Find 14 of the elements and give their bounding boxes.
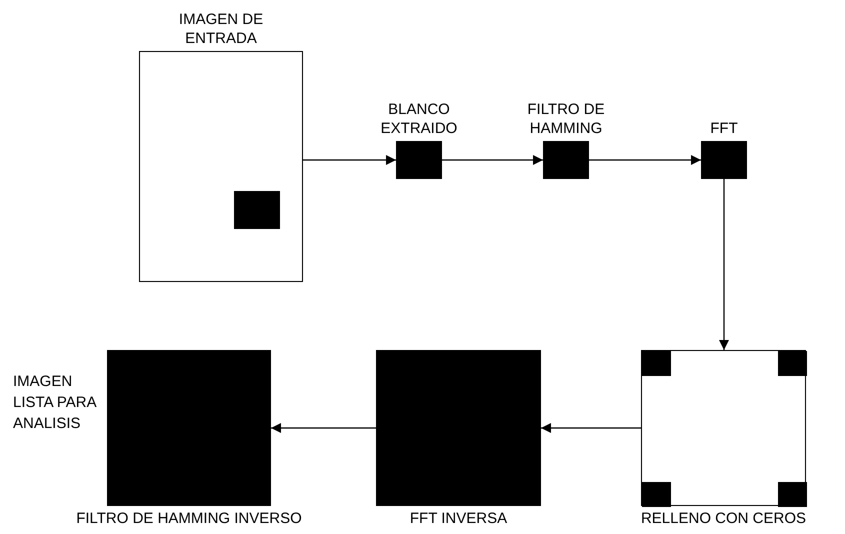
step-label: FILTRO DE HAMMING <box>526 100 606 138</box>
step-label: IMAGEN DE ENTRADA <box>178 10 264 48</box>
step-label: FFT INVERSA <box>408 509 508 528</box>
step-label: FFT <box>709 119 739 138</box>
output-note: IMAGEN LISTA PARA ANALISIS <box>13 372 98 434</box>
step-label: FILTRO DE HAMMING INVERSO <box>75 509 303 528</box>
arrow <box>589 155 701 165</box>
arrow <box>442 155 543 165</box>
step-label: BLANCO EXTRAIDO <box>380 100 458 138</box>
step-label: RELLENO CON CEROS <box>640 509 808 528</box>
arrow <box>541 423 641 433</box>
arrow <box>719 179 729 350</box>
arrow <box>271 423 376 433</box>
arrow <box>303 155 396 165</box>
